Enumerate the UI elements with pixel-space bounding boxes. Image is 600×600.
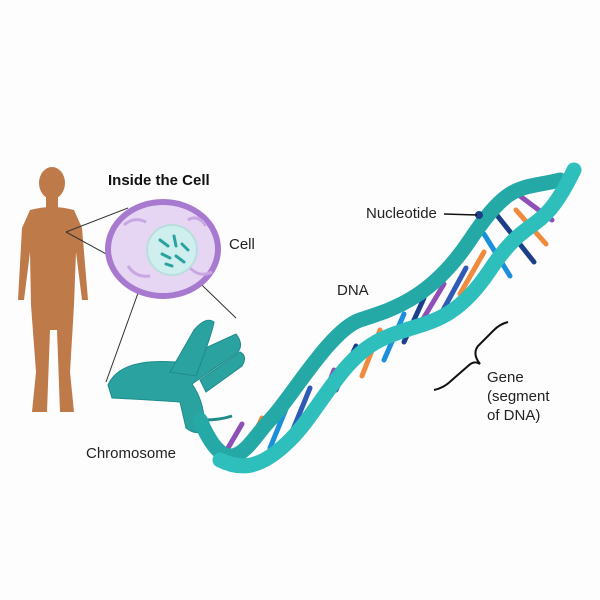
human-figure (18, 167, 88, 412)
cell-label: Cell (229, 236, 255, 253)
gene-label-line3: of DNA) (487, 407, 541, 424)
gene-label: Gene (segment of DNA) (487, 368, 587, 425)
nucleotide-label: Nucleotide (366, 205, 437, 222)
nucleotide-pointer (443, 213, 478, 216)
title-label: Inside the Cell (108, 172, 210, 189)
cell (105, 199, 221, 299)
nucleotide-marker (475, 211, 483, 219)
gene-label-line1: Gene (487, 369, 524, 386)
chromosome (107, 319, 246, 434)
gene-brace (433, 321, 509, 391)
dna-helix (192, 162, 582, 474)
chromosome-label: Chromosome (86, 445, 177, 462)
dna-label: DNA (337, 282, 369, 299)
gene-label-line2: (segment (487, 388, 550, 405)
